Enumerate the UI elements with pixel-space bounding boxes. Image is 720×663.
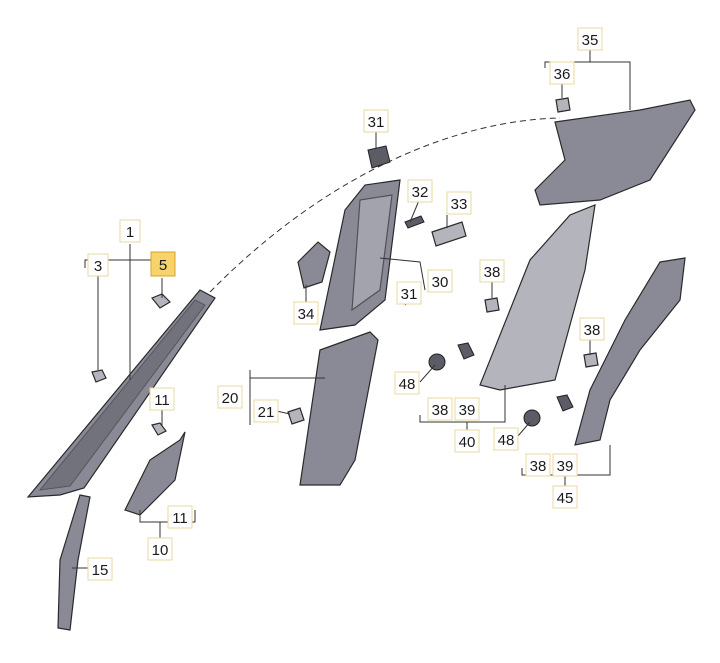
callouts: 1 3 5 11 11 10 15 20 21 31 32 33 30 31 3… — [87, 27, 605, 581]
callout-38-d[interactable]: 38 — [530, 458, 547, 475]
callout-39-b[interactable]: 39 — [557, 458, 574, 475]
callout-10[interactable]: 10 — [152, 542, 169, 559]
clip-39-d[interactable] — [556, 394, 574, 412]
callout-34[interactable]: 34 — [298, 306, 315, 323]
callout-45[interactable]: 45 — [557, 490, 574, 507]
handle-33[interactable] — [431, 221, 467, 247]
lower-strip-15[interactable] — [57, 494, 91, 631]
clip-38-c[interactable] — [484, 297, 500, 313]
grommet-48-d[interactable] — [523, 409, 541, 427]
callout-36[interactable]: 36 — [554, 66, 571, 83]
d-pillar-45[interactable] — [574, 257, 686, 446]
callout-11-b[interactable]: 11 — [172, 510, 188, 527]
callout-38-a[interactable]: 38 — [484, 264, 501, 281]
callout-1[interactable]: 1 — [126, 224, 134, 241]
clip-38-d[interactable] — [583, 352, 599, 368]
b-pillar-lower[interactable] — [299, 331, 379, 486]
callout-20[interactable]: 20 — [222, 390, 239, 407]
bracket-10[interactable] — [124, 431, 186, 516]
callout-32[interactable]: 32 — [412, 184, 429, 201]
callout-5-highlight — [150, 251, 176, 277]
clip-3[interactable] — [91, 369, 107, 383]
clip-21[interactable] — [287, 407, 305, 425]
cap-31[interactable] — [367, 145, 391, 169]
callout-33[interactable]: 33 — [451, 196, 468, 213]
clip-39-c[interactable] — [457, 342, 475, 360]
b-pillar-upper[interactable] — [319, 179, 401, 331]
callout-31-b[interactable]: 31 — [401, 286, 418, 303]
callout-5[interactable]: 5 — [159, 257, 167, 274]
clip-36[interactable] — [555, 97, 571, 113]
callout-30[interactable]: 30 — [432, 274, 449, 291]
screw-32[interactable] — [404, 215, 425, 229]
leader-lines — [72, 50, 631, 569]
callout-15[interactable]: 15 — [92, 562, 109, 579]
callout-48-b[interactable]: 48 — [498, 432, 515, 449]
callout-35[interactable]: 35 — [582, 32, 599, 49]
callout-31-a[interactable]: 31 — [368, 114, 385, 131]
bracket-34[interactable] — [297, 241, 331, 289]
callout-21[interactable]: 21 — [258, 404, 275, 421]
callout-38-b[interactable]: 38 — [584, 322, 601, 339]
callout-48-a[interactable]: 48 — [399, 376, 416, 393]
callout-3[interactable]: 3 — [94, 258, 102, 275]
clip-11[interactable] — [151, 422, 167, 436]
c-pillar-40[interactable] — [479, 204, 596, 391]
a-pillar-trim[interactable] — [26, 289, 216, 498]
callout-40[interactable]: 40 — [459, 434, 476, 451]
clip-5[interactable] — [151, 293, 171, 309]
callout-39-a[interactable]: 39 — [459, 402, 476, 419]
callout-38-c[interactable]: 38 — [432, 402, 449, 419]
callout-11-a[interactable]: 11 — [154, 392, 170, 409]
grommet-48-c[interactable] — [428, 353, 446, 371]
c-pillar-upper-35[interactable] — [534, 99, 696, 206]
